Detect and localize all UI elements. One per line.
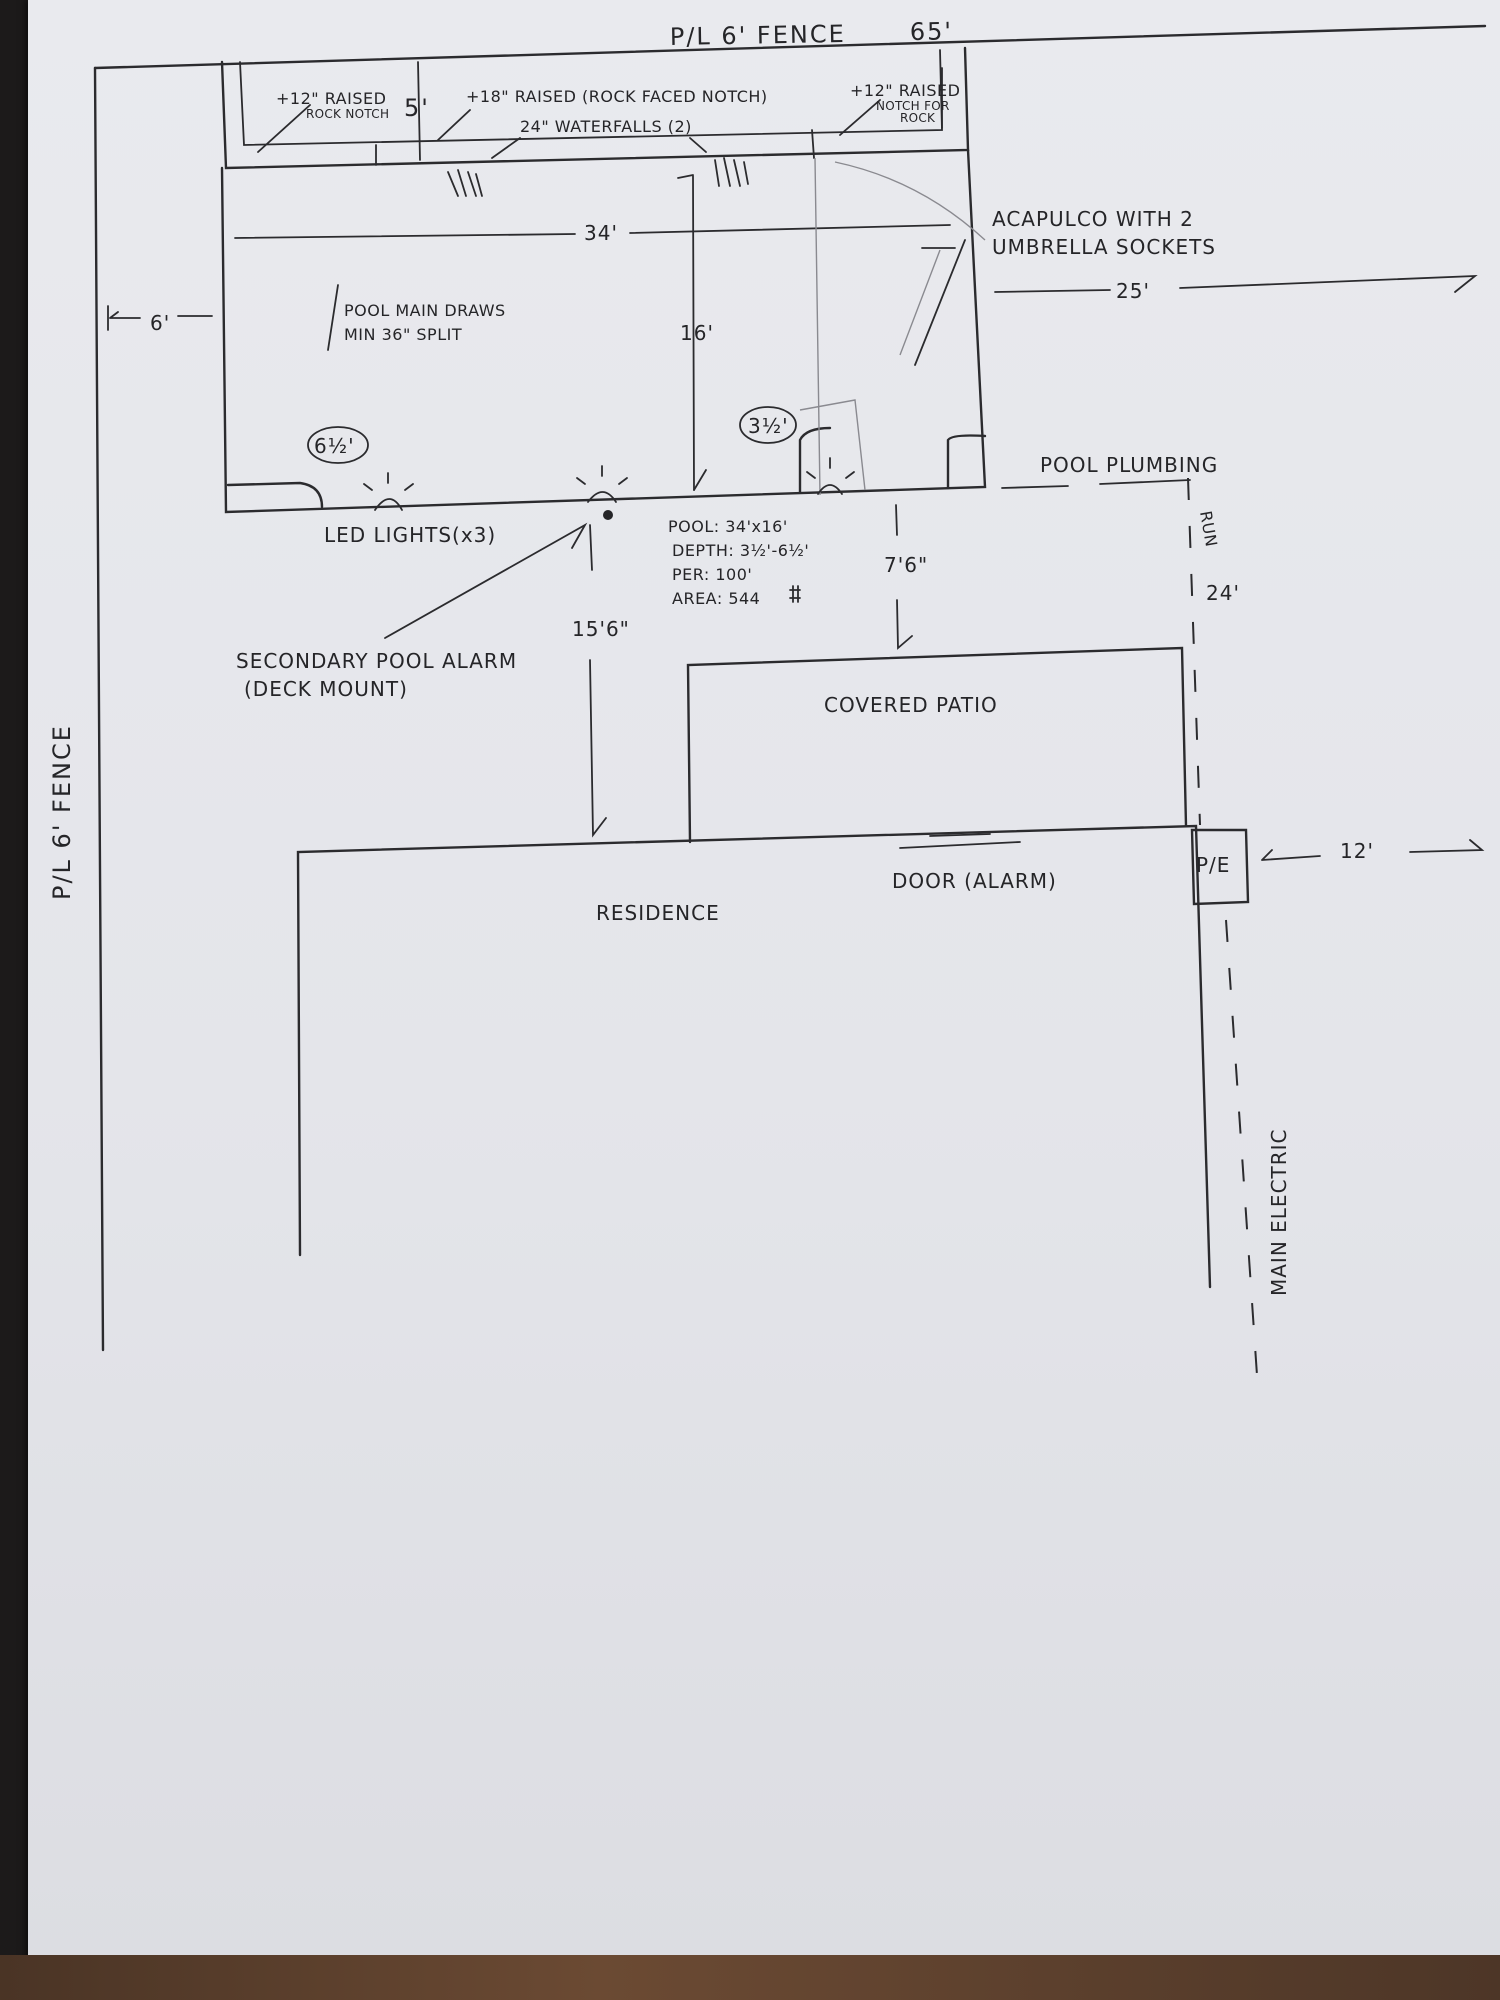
pencil-sunshelf: [799, 157, 986, 496]
residence-outline: [296, 824, 1212, 1289]
sketch-paper: [28, 0, 1500, 1968]
right-setback-label: 12': [1340, 839, 1374, 863]
leader-raised-center: [437, 109, 471, 141]
shallow-step: [798, 426, 832, 494]
raised-wall-inner: [239, 49, 943, 146]
raised-left-note-1: +12" RAISED: [276, 89, 386, 108]
right-setback-dim: [1261, 839, 1485, 861]
wood-floor: [0, 1955, 1500, 2000]
run-length-label: 24': [1206, 581, 1240, 605]
leader-waterfall-left: [491, 137, 521, 159]
shallow-end-bench: [946, 434, 987, 490]
house-gap-label: 15'6": [572, 617, 630, 641]
main-drains-note-1: POOL MAIN DRAWS: [344, 301, 506, 320]
pool-spec-dimensions: POOL: 34'x16': [668, 517, 788, 536]
deep-depth-circle: [307, 426, 369, 464]
right-dim-line: [994, 274, 1478, 293]
deep-depth-label: 6½': [314, 434, 355, 458]
raised-right-note-2: NOTCH FOR: [876, 99, 950, 113]
waterfalls-note: 24" WATERFALLS (2): [520, 117, 692, 136]
alarm-leader: [384, 522, 588, 639]
leader-waterfall-right: [689, 137, 707, 153]
led-lights-label: LED LIGHTS(x3): [324, 523, 496, 547]
light-1: [363, 472, 414, 511]
pool-outline: [220, 148, 987, 514]
covered-patio-label: COVERED PATIO: [824, 693, 998, 717]
main-electric-label: MAIN ELECTRIC: [1267, 1128, 1291, 1296]
waterfall-left: [447, 169, 483, 197]
top-fence-length: 65': [910, 17, 954, 46]
pool-length-dim-line: [234, 224, 951, 239]
leader-raised-left: [257, 104, 311, 153]
alarm-note-2: (DECK MOUNT): [244, 677, 408, 701]
deep-end-bench: [226, 481, 324, 509]
alarm-dot: [603, 510, 613, 520]
main-drains-note-2: MIN 36" SPLIT: [344, 325, 462, 344]
pool-width-dim-arrow: [677, 174, 707, 491]
door-label: DOOR (ALARM): [892, 869, 1057, 893]
pool-width-dim-line: [692, 175, 695, 491]
main-electric-line: [1225, 919, 1259, 1391]
acapulco-pointer: [914, 239, 966, 366]
covered-patio-outline: [686, 646, 1188, 844]
top-fence-line: [93, 24, 1487, 70]
left-setback-label: 6': [150, 311, 170, 335]
acapulco-note-1: ACAPULCO WITH 2: [992, 207, 1194, 231]
pool-plumbing-label: POOL PLUMBING: [1040, 453, 1218, 477]
door-mark: [899, 833, 1021, 849]
raised-gap-dim: [417, 61, 421, 161]
raised-gap-label: 5': [404, 94, 430, 122]
left-fence-label: P/L 6' FENCE: [48, 724, 76, 900]
raised-right-note-1: +12" RAISED: [850, 81, 960, 100]
raised-center-note: +18" RAISED (ROCK FACED NOTCH): [466, 87, 768, 106]
light-3: [806, 457, 855, 495]
left-fence-line: [93, 66, 105, 1352]
plumbing-line: [1001, 479, 1191, 489]
pool-width-label: 16': [680, 321, 714, 345]
pe-label: P/E: [1196, 853, 1230, 877]
waterfall-right: [714, 157, 749, 187]
main-drain-bracket: [327, 284, 339, 351]
house-gap-dim: [589, 524, 607, 838]
pool-spec-depth: DEPTH: 3½'-6½': [672, 541, 809, 560]
plumbing-run-line: [1187, 477, 1201, 826]
leader-raised-right: [839, 99, 881, 136]
raised-right-note-3: ROCK: [900, 111, 936, 125]
shallow-depth-label: 3½': [748, 414, 789, 438]
pool-length-label: 34': [584, 221, 618, 245]
raised-wall-notch-mid: [811, 129, 815, 159]
shallow-depth-circle: [739, 406, 797, 444]
patio-gap-label: 7'6": [884, 553, 928, 577]
alarm-note-1: SECONDARY POOL ALARM: [236, 649, 517, 673]
light-2: [576, 465, 628, 503]
left-setback-dim: [107, 305, 213, 331]
pool-spec-area: AREA: 544: [672, 589, 760, 608]
pool-spec-perimeter: PER: 100': [672, 565, 752, 584]
residence-label: RESIDENCE: [596, 901, 720, 925]
right-dim-label: 25': [1116, 279, 1150, 303]
patio-gap-dim: [895, 504, 913, 650]
top-fence-label: P/L 6' FENCE: [670, 20, 846, 51]
run-label: RUN: [1196, 509, 1221, 548]
area-unit-mark: [789, 585, 801, 603]
raised-wall-outline: [220, 46, 970, 170]
raised-left-note-2: ROCK NOTCH: [306, 107, 389, 121]
acapulco-note-2: UMBRELLA SOCKETS: [992, 235, 1216, 259]
pe-box: [1190, 828, 1250, 906]
